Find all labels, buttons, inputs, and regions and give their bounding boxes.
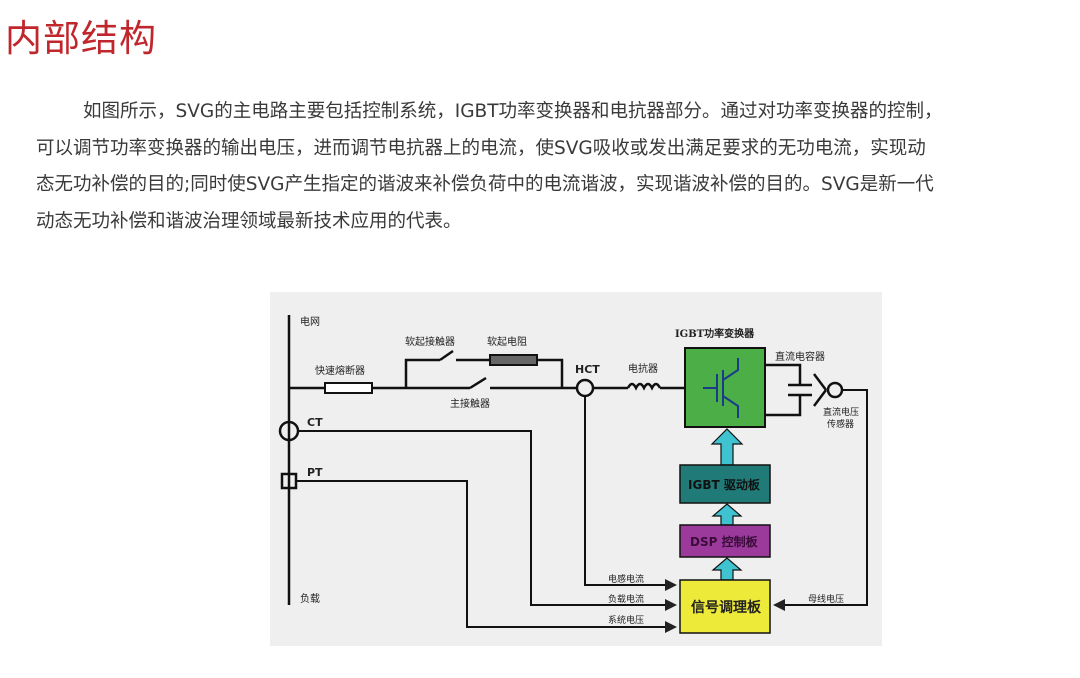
igbt-converter-box [684,347,766,428]
paragraph-line: 如图所示，SVG的主电路主要包括控制系统，IGBT功率变换器和电抗器部分。通过对… [83,101,943,122]
arrow-up [711,557,743,581]
soft-resistor-label: 软起电阻 [487,335,527,348]
dsp-control-board [679,524,771,558]
signal-board-label: 信号调理板 [691,599,762,616]
converter-label: IGBT功率变换器 [675,327,755,340]
soft-contactor-label: 软起接触器 [405,335,455,348]
page-title: 内部结构 [5,17,157,60]
dsp-label: DSP 控制板 [690,534,759,549]
soft-contactor-switch [439,349,454,362]
soft-resistor [489,354,538,366]
paragraph-line: 态无功补偿的目的;同时使SVG产生指定的谐波来补偿负荷中的电流谐波，实现谐波补偿… [36,174,934,195]
ct-label: CT [307,416,323,429]
signal-conditioning-board [679,579,771,634]
dc-sensor-label: 传感器 [827,418,854,430]
svg-structure-diagram: 电网 负载 快速熔断器 软起接触器 软起电阻 主接触器 HCT CT PT 电抗… [270,292,882,646]
pt-label: PT [307,466,323,479]
paragraph-line: 动态无功补偿和谐波治理领域最新技术应用的代表。 [36,210,462,232]
fuse [324,382,373,394]
hct-sensor [575,378,595,398]
dc-sensor-label: 直流电压 [823,406,859,418]
igbt-icon [703,358,739,418]
arrow-up [710,428,744,466]
dc-voltage-sensor [826,381,844,399]
grid-label: 电网 [300,315,320,328]
igbt-driver-label: IGBT 驱动板 [688,477,761,492]
main-contactor-switch [469,376,487,390]
bus-voltage-label: 母线电压 [808,593,844,605]
load-label: 负载 [300,592,320,605]
inductor-current-label: 电感电流 [608,573,644,585]
load-current-label: 负载电流 [608,593,644,605]
fuse-label: 快速熔断器 [315,364,365,377]
reactor-coil [626,382,662,391]
system-voltage-label: 系统电压 [608,614,644,626]
description-paragraph: 如图所示，SVG的主电路主要包括控制系统，IGBT功率变换器和电抗器部分。通过对… [36,94,1080,240]
capacitor-label: 直流电容器 [775,350,825,363]
arrow-up [711,503,743,526]
paragraph-line: 可以调节功率变换器的输出电压，进而调节电抗器上的电流，使SVG吸收或发出满足要求… [36,137,926,159]
hct-label: HCT [575,363,600,376]
main-contactor-label: 主接触器 [450,397,490,410]
igbt-driver-board [679,464,771,504]
reactor-label: 电抗器 [628,362,658,375]
